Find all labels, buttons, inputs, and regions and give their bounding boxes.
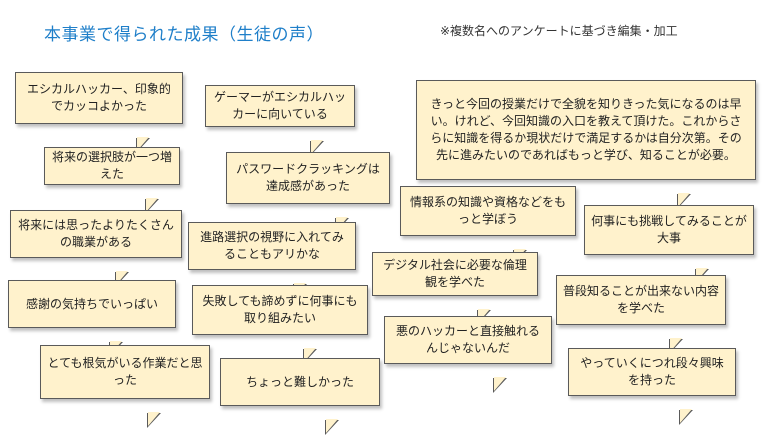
comment-bubble: 感謝の気持ちでいっぱい bbox=[8, 280, 176, 357]
comment-text: ちょっと難しかった bbox=[245, 374, 354, 389]
comment-bubble: パスワードクラッキングは達成感があった bbox=[226, 152, 390, 233]
comment-text: パスワードクラッキングは達成感があった bbox=[236, 162, 380, 193]
comment-bubble: 普段知ることが出来ない内容を学べた bbox=[556, 275, 726, 354]
comment-bubble: 将来の選択肢が一つ増えた bbox=[44, 147, 180, 214]
comment-bubble: 何事にも挑戦してみることが大事 bbox=[584, 205, 754, 284]
comment-text: デジタル社会に必要な倫理観を学べた bbox=[383, 258, 527, 289]
comment-text: 情報系の知識や資格などをもっと学ぼう bbox=[409, 195, 566, 226]
comment-bubble: ちょっと難しかった bbox=[220, 358, 380, 435]
comment-text: ゲーマーがエシカルハッカーに向いている bbox=[213, 90, 346, 121]
comment-text: 普段知ることが出来ない内容を学べた bbox=[563, 284, 720, 315]
survey-note: ※複数名へのアンケートに基づき編集・加工 bbox=[440, 24, 678, 38]
comment-text: きっと今回の授業だけで全貌を知りきった気になるのは早い。けれど、今回知識の入口を… bbox=[430, 97, 742, 162]
comment-text: とても根気がいる作業だと思った bbox=[47, 356, 203, 387]
comment-bubble: きっと今回の授業だけで全貌を知りきった気になるのは早い。けれど、今回知識の入口を… bbox=[416, 80, 756, 209]
comment-bubble: 将来には思ったよりたくさんの職業がある bbox=[10, 210, 182, 287]
comment-text: 進路選択の視野に入れてみることもアリかな bbox=[200, 230, 344, 261]
comment-bubble: ゲーマーがエシカルハッカーに向いている bbox=[205, 85, 355, 156]
comment-bubble: やっていくにつれ段々興味を持った bbox=[568, 348, 736, 425]
comment-text: 悪のハッカーと直接触れるんじゃないんだ bbox=[395, 324, 540, 355]
comment-bubble: 悪のハッカーと直接触れるんじゃないんだ bbox=[384, 316, 552, 393]
comment-text: 将来には思ったよりたくさんの職業がある bbox=[18, 218, 174, 249]
comment-text: 失敗しても諦めずに何事にも取り組みたい bbox=[202, 294, 358, 325]
comment-text: やっていくにつれ段々興味を持った bbox=[580, 356, 724, 387]
comment-text: エシカルハッカー、印象的でカッコよかった bbox=[27, 82, 171, 113]
comment-bubble: 情報系の知識や資格などをもっと学ぼう bbox=[400, 186, 576, 265]
page-title: 本事業で得られた成果（生徒の声） bbox=[44, 25, 324, 45]
comment-bubble: とても根気がいる作業だと思った bbox=[40, 345, 210, 428]
comment-text: 感謝の気持ちでいっぱい bbox=[25, 296, 158, 311]
comment-bubble: 失敗しても諦めずに何事にも取り組みたい bbox=[192, 285, 368, 364]
comment-bubble: 進路選択の視野に入れてみることもアリかな bbox=[188, 222, 356, 299]
comment-bubble: デジタル社会に必要な倫理観を学べた bbox=[372, 252, 538, 325]
comment-text: 将来の選択肢が一つ増えた bbox=[51, 150, 172, 181]
comment-bubble: エシカルハッカー、印象的でカッコよかった bbox=[15, 72, 183, 153]
comment-text: 何事にも挑戦してみることが大事 bbox=[591, 214, 747, 245]
